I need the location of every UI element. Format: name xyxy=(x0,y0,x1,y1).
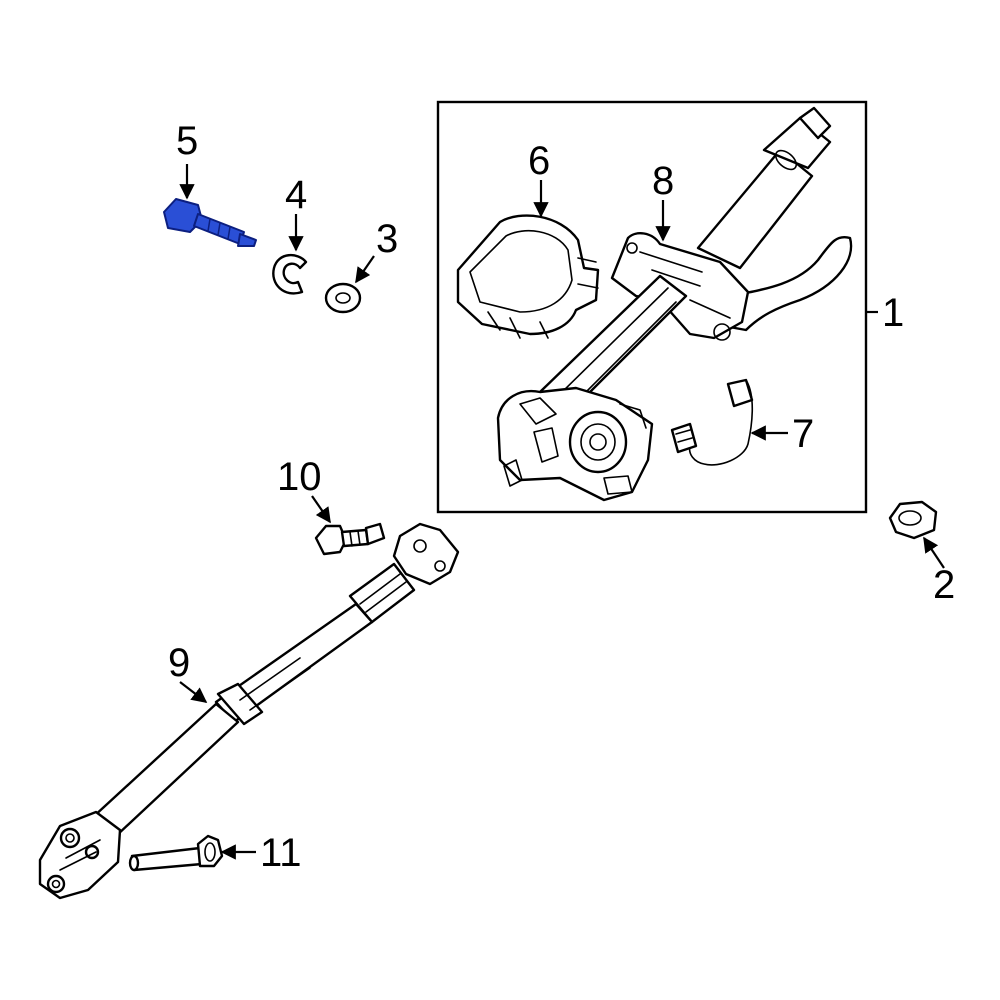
part-11-pinch-bolt[interactable] xyxy=(128,834,224,872)
leader-3 xyxy=(355,255,375,284)
callout-10: 10 xyxy=(277,455,322,499)
part-9-intermediate-shaft[interactable] xyxy=(38,522,460,900)
callout-3: 3 xyxy=(376,217,398,261)
callout-2: 2 xyxy=(933,563,955,607)
callout-1: 1 xyxy=(882,291,904,335)
part-4-snap-ring[interactable] xyxy=(272,254,308,295)
part-6-module[interactable] xyxy=(456,214,600,339)
part-5-bolt[interactable] xyxy=(163,198,257,247)
part-1-steering-column[interactable] xyxy=(496,106,853,502)
callout-4: 4 xyxy=(285,173,307,217)
part-10-bolt[interactable] xyxy=(314,522,386,556)
callout-11: 11 xyxy=(260,831,302,875)
callout-8: 8 xyxy=(652,159,674,203)
part-7-wire-harness[interactable] xyxy=(670,378,754,466)
callout-7: 7 xyxy=(792,412,814,456)
callout-9: 9 xyxy=(168,641,190,685)
part-2-nut[interactable] xyxy=(888,500,938,540)
callout-5: 5 xyxy=(176,119,198,163)
leader-9 xyxy=(179,681,208,703)
callout-6: 6 xyxy=(528,139,550,183)
leader-2 xyxy=(923,536,945,569)
assembly-box xyxy=(436,100,868,514)
leader-10 xyxy=(311,495,331,524)
part-3-washer[interactable] xyxy=(324,282,362,314)
